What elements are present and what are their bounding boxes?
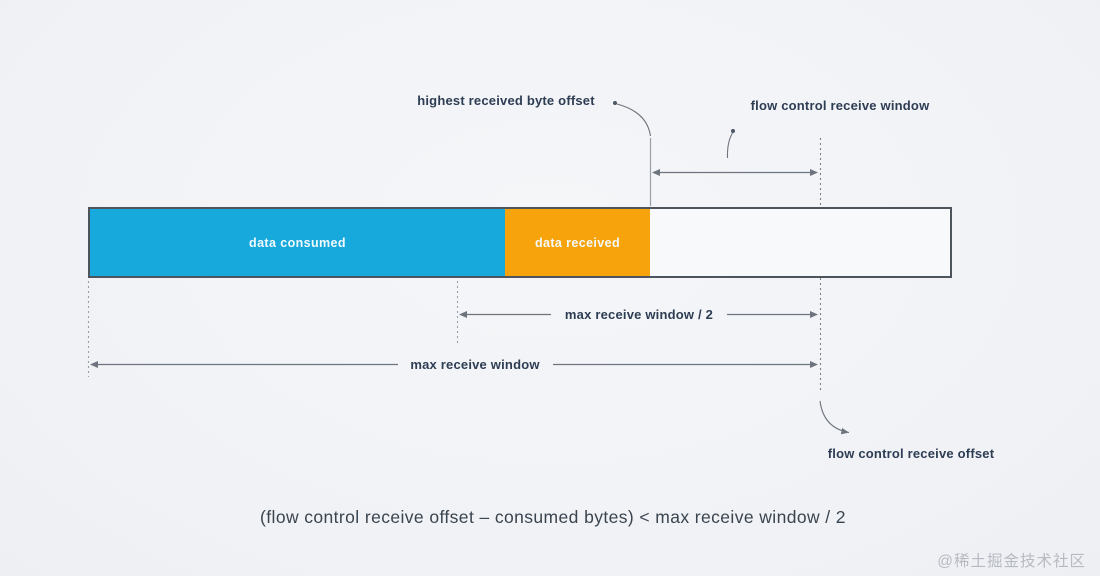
receive-buffer-bar: data consumed data received bbox=[88, 207, 952, 278]
max-window-arrow-left bbox=[90, 361, 98, 368]
flow-control-formula: (flow control receive offset – consumed … bbox=[260, 507, 846, 527]
highest-offset-leader-curve bbox=[616, 103, 652, 137]
label-max-receive-window-half: max receive window / 2 bbox=[564, 307, 714, 322]
label-flow-control-receive-offset: flow control receive offset bbox=[827, 446, 995, 461]
fc-window-leader-curve bbox=[726, 132, 733, 159]
max-window-arrow-right bbox=[810, 361, 818, 368]
fc-window-arrow-right bbox=[810, 169, 818, 176]
fc-window-leader-dot bbox=[731, 129, 735, 133]
highest-offset-leader-dot bbox=[613, 101, 617, 105]
segment-data-consumed: data consumed bbox=[90, 209, 505, 276]
segment-data-consumed-label: data consumed bbox=[249, 235, 346, 250]
fc-window-arrow-left bbox=[652, 169, 660, 176]
half-window-arrow-right bbox=[810, 311, 818, 318]
half-window-arrow-left bbox=[459, 311, 467, 318]
segment-free-window bbox=[650, 209, 950, 276]
segment-data-received-label: data received bbox=[534, 235, 621, 250]
segment-data-received: data received bbox=[505, 209, 650, 276]
label-highest-received-byte-offset: highest received byte offset bbox=[417, 93, 595, 108]
watermark: @稀土掘金技术社区 bbox=[937, 553, 1086, 570]
label-flow-control-receive-window: flow control receive window bbox=[750, 98, 930, 113]
label-max-receive-window: max receive window bbox=[410, 357, 540, 372]
fc-offset-leader-curve bbox=[819, 400, 850, 435]
